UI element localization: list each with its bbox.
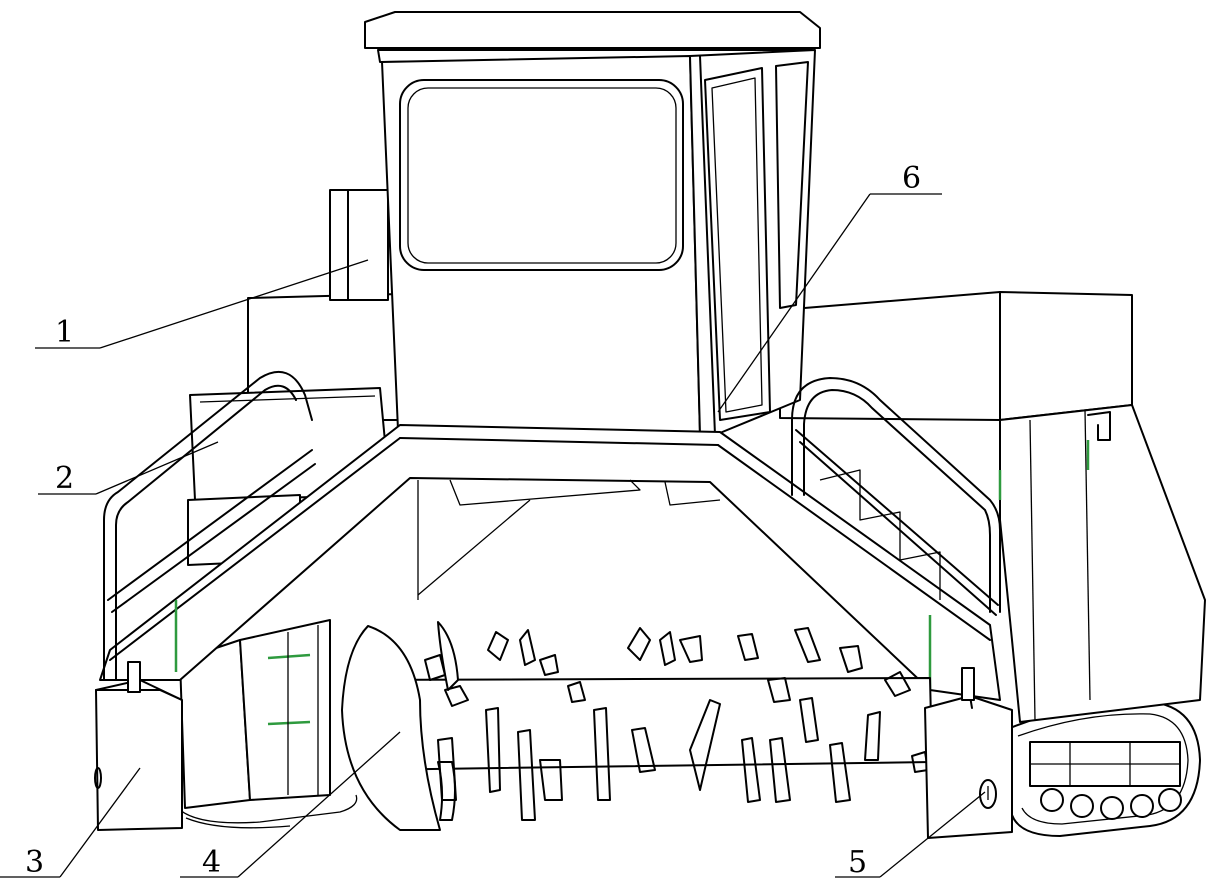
- callout-leaders: [0, 193, 986, 878]
- left-crawler-track: [179, 794, 358, 829]
- rotor-drum: [341, 621, 933, 831]
- callout-3: 3: [25, 845, 44, 880]
- callout-4: 4: [202, 845, 221, 880]
- callout-5: 5: [848, 845, 867, 880]
- left-handrail: [103, 370, 316, 681]
- right-end-plate: [924, 667, 1013, 839]
- callout-6: 6: [902, 161, 921, 196]
- callout-labels: 1 2 3 4 5 6: [25, 161, 921, 880]
- rotor-tines: [424, 627, 929, 821]
- operator-cab: [364, 11, 821, 436]
- callout-1: 1: [55, 315, 74, 350]
- right-body-housing: [779, 291, 1206, 723]
- right-handrail: [791, 377, 1001, 616]
- left-end-plate: [94, 661, 183, 831]
- callout-2: 2: [55, 461, 74, 496]
